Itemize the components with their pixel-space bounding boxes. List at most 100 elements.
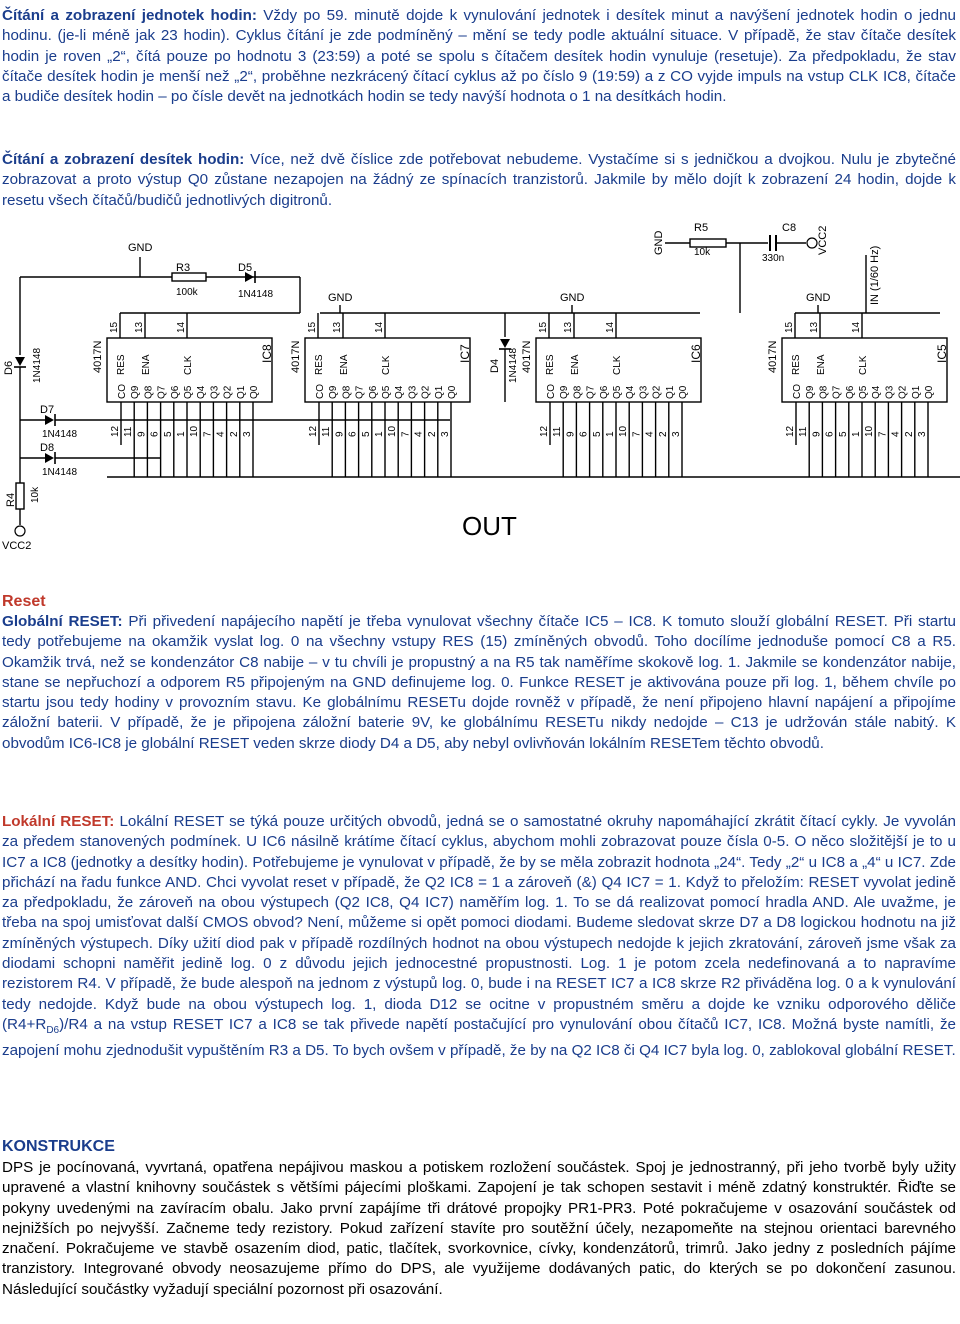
pin-label-q4: Q4 (625, 385, 636, 399)
pin-num-1: 1 (176, 431, 187, 437)
d4-label: D4 (489, 359, 501, 373)
chip-ic5 (781, 337, 948, 403)
pin-num-9: 9 (334, 431, 345, 437)
pin-label-q3: Q3 (407, 385, 418, 399)
d8-label: D8 (40, 442, 54, 454)
pin-label-q3: Q3 (884, 385, 895, 399)
chip-ic6 (535, 337, 702, 403)
paragraph-hour-units: Čítání a zobrazení jednotek hodin: Vždy … (2, 6, 956, 107)
d4-value: 1N4148 (508, 348, 519, 383)
pin-label-ena: ENA (339, 354, 350, 375)
pin-label-co: CO (315, 384, 326, 399)
pin-label-res: RES (545, 354, 556, 375)
vcc2-terminal-left (14, 525, 26, 537)
vcc2-terminal (806, 237, 818, 249)
pin-label-q4: Q4 (871, 385, 882, 399)
gnd-label: GND (560, 292, 585, 304)
pin-label-q2: Q2 (421, 385, 432, 399)
pin-num-3: 3 (671, 431, 682, 437)
pin-num-13: 13 (134, 321, 145, 333)
pin-label-q6: Q6 (599, 385, 610, 399)
pin-num-14: 14 (374, 321, 385, 333)
hour-tens-title: Čítání a zobrazení desítek hodin: (2, 151, 245, 168)
pin-label-q5: Q5 (612, 385, 623, 399)
chip-name-ic8: IC8 (260, 344, 274, 363)
d8-value: 1N4148 (42, 467, 77, 478)
chip-name-ic5: IC5 (935, 344, 949, 363)
pin-num-7: 7 (202, 431, 213, 437)
pin-label-res: RES (791, 354, 802, 375)
pin-num-2: 2 (229, 431, 240, 437)
pin-label-co: CO (546, 384, 557, 399)
paragraph-konstrukce: DPS je pocínovaná, vyvrtaná, opatřena ne… (2, 1158, 956, 1300)
pin-label-q9: Q9 (328, 385, 339, 399)
gnd-label: GND (128, 242, 153, 254)
pin-label-clk: CLK (612, 355, 623, 375)
pin-num-14: 14 (176, 321, 187, 333)
d6-diode (15, 357, 25, 366)
pin-num-10: 10 (618, 425, 629, 437)
pin-num-3: 3 (440, 431, 451, 437)
pin-label-q2: Q2 (223, 385, 234, 399)
pin-label-q3: Q3 (209, 385, 220, 399)
d7-value: 1N4148 (42, 429, 77, 440)
pin-num-6: 6 (150, 431, 161, 437)
d6-label: D6 (3, 361, 15, 375)
pin-num-5: 5 (163, 431, 174, 437)
paragraph-local-reset: Lokální RESET: Lokální RESET se týká pou… (2, 812, 956, 1062)
pin-label-q6: Q6 (845, 385, 856, 399)
pin-num-4: 4 (645, 431, 656, 437)
pin-label-clk: CLK (858, 355, 869, 375)
d5-diode (245, 272, 254, 282)
pin-label-q1: Q1 (236, 385, 247, 399)
pin-num-5: 5 (361, 431, 372, 437)
chip-ic8 (106, 337, 273, 403)
paragraph-hour-tens: Čítání a zobrazení desítek hodin: Více, … (2, 150, 956, 211)
pin-num-3: 3 (242, 431, 253, 437)
pin-label-co: CO (792, 384, 803, 399)
pin-num-7: 7 (877, 431, 888, 437)
pin-label-q7: Q7 (157, 385, 168, 399)
pin-label-res: RES (314, 354, 325, 375)
pin-label-q9: Q9 (805, 385, 816, 399)
konstrukce-text: DPS je pocínovaná, vyvrtaná, opatřena ne… (2, 1159, 956, 1298)
pin-num-13: 13 (563, 321, 574, 333)
chip-part-ic8: 4017N (92, 341, 104, 373)
r3-value: 100k (176, 287, 199, 298)
pin-num-1: 1 (605, 431, 616, 437)
konstrukce-heading: KONSTRUKCE (2, 1138, 115, 1155)
pin-label-q0: Q0 (447, 385, 458, 399)
pin-num-11: 11 (123, 426, 134, 437)
local-reset-text-b: )/R4 a na vstup RESET IC7 a IC8 se tak p… (2, 1015, 956, 1060)
pin-num-4: 4 (216, 431, 227, 437)
chip-part-ic6: 4017N (521, 341, 533, 373)
vcc2-label-left: VCC2 (2, 540, 31, 552)
pin-label-q8: Q8 (818, 385, 829, 399)
pin-num-13: 13 (332, 321, 343, 333)
reset-heading: Reset (2, 593, 46, 610)
d5-label: D5 (238, 262, 252, 274)
pin-label-q0: Q0 (249, 385, 260, 399)
pin-label-clk: CLK (183, 355, 194, 375)
pin-label-q9: Q9 (559, 385, 570, 399)
pin-label-q2: Q2 (898, 385, 909, 399)
pin-label-q8: Q8 (572, 385, 583, 399)
pin-label-q8: Q8 (143, 385, 154, 399)
in-label: IN (1/60 Hz) (869, 246, 881, 305)
pin-label-q9: Q9 (130, 385, 141, 399)
pin-num-5: 5 (838, 431, 849, 437)
pin-label-q8: Q8 (341, 385, 352, 399)
pin-num-7: 7 (631, 431, 642, 437)
pin-num-15: 15 (784, 321, 795, 333)
d6-value: 1N4148 (32, 348, 43, 383)
pin-num-5: 5 (592, 431, 603, 437)
hour-units-title: Čítání a zobrazení jednotek hodin: (2, 7, 257, 24)
pin-num-15: 15 (109, 321, 120, 333)
pin-num-4: 4 (891, 431, 902, 437)
r4-resistor (15, 482, 25, 510)
pin-label-q5: Q5 (858, 385, 869, 399)
pin-label-q7: Q7 (832, 385, 843, 399)
pin-num-10: 10 (387, 425, 398, 437)
pin-num-6: 6 (579, 431, 590, 437)
pin-label-q5: Q5 (381, 385, 392, 399)
